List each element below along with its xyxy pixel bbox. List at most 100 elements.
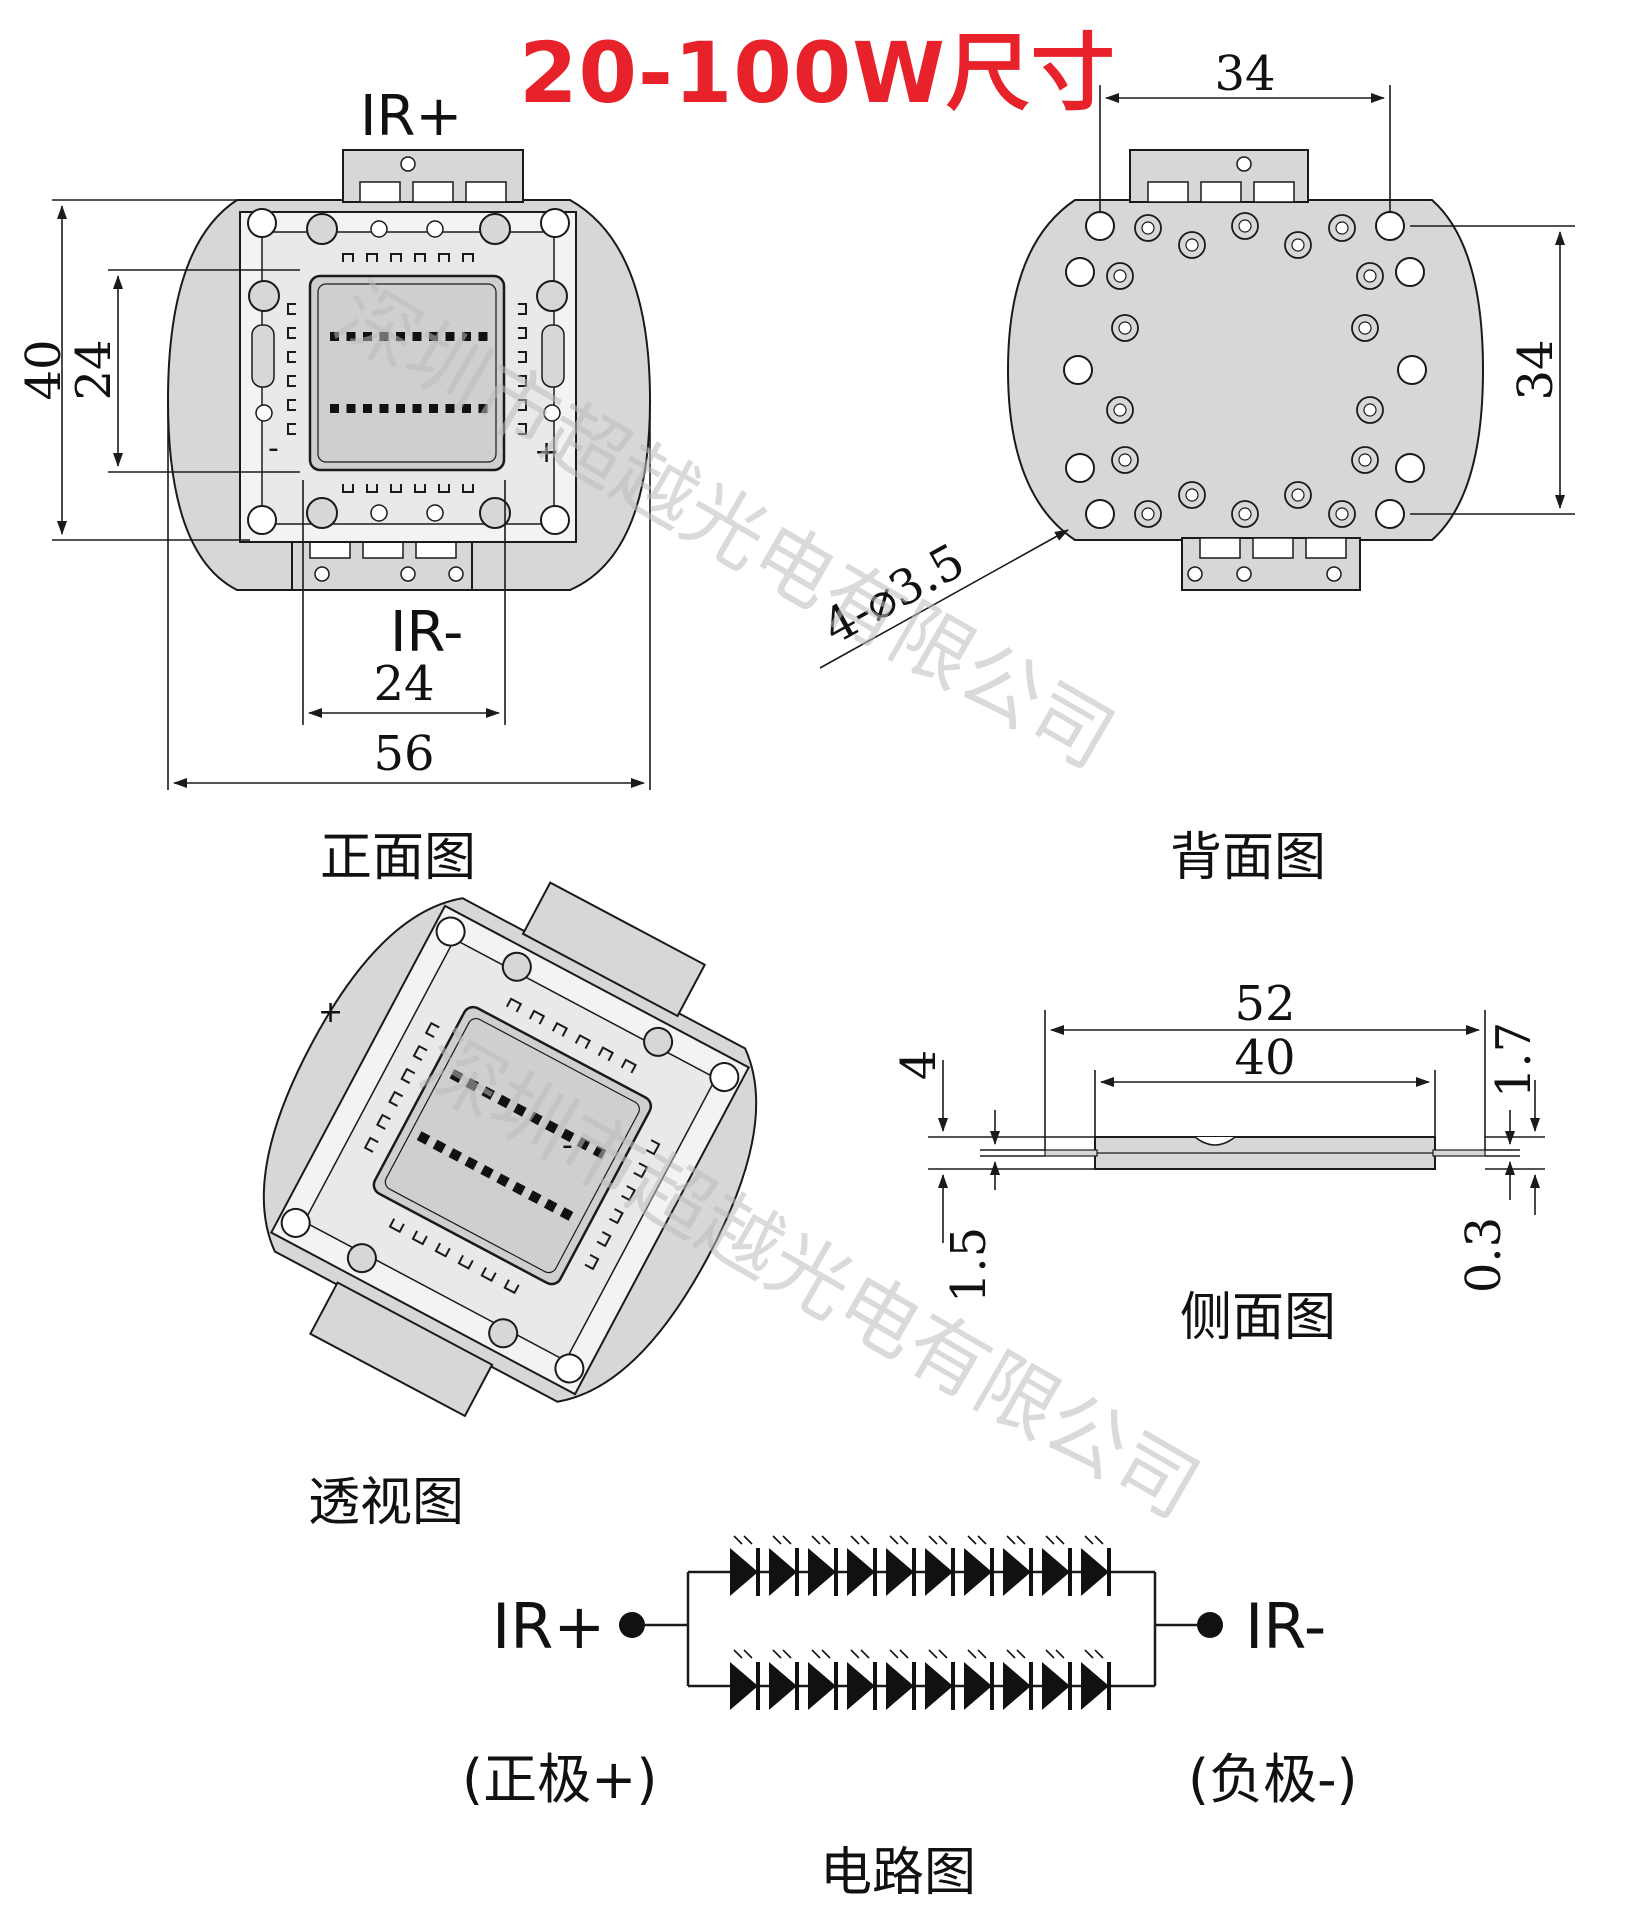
back-mount-hole xyxy=(1063,355,1093,385)
led-emission-arrows xyxy=(1084,1649,1104,1659)
front-pin-mark xyxy=(287,399,296,411)
front-pin-mark xyxy=(414,253,426,262)
front-pin-mark xyxy=(462,484,474,493)
led-emission-arrows xyxy=(1045,1535,1065,1545)
persp-pin-mark xyxy=(434,1242,451,1258)
back-pad-core xyxy=(1363,403,1377,417)
back-pad-core xyxy=(1291,238,1305,252)
dim-front-width-inner: 24 xyxy=(373,656,434,712)
persp-pin-mark xyxy=(503,1279,520,1295)
back-dimensions xyxy=(819,85,1575,669)
persp-pin-mark xyxy=(608,1208,624,1225)
front-pin-mark xyxy=(342,253,354,262)
led-diode-symbol xyxy=(730,1662,758,1710)
dim-side-total: 52 xyxy=(1234,976,1295,1032)
persp-pin-mark xyxy=(584,1254,600,1271)
led-diode-symbol xyxy=(964,1662,992,1710)
back-pad-core xyxy=(1185,488,1199,502)
back-pad-core xyxy=(1238,507,1252,521)
led-diode-symbol xyxy=(1042,1662,1070,1710)
back-mount-hole xyxy=(1395,453,1425,483)
back-mount-hole xyxy=(1065,257,1095,287)
persp-led-chip xyxy=(528,1190,542,1204)
led-emission-arrows xyxy=(772,1649,792,1659)
persp-pin-mark xyxy=(645,1139,661,1156)
back-mount-hole xyxy=(1395,257,1425,287)
led-emission-arrows xyxy=(1045,1649,1065,1659)
front-view: - + xyxy=(166,149,652,591)
dim-side-body: 40 xyxy=(1234,1030,1295,1086)
persp-pin-mark xyxy=(528,1009,546,1025)
led-emission-arrows xyxy=(772,1535,792,1545)
dim-front-height-outer: 40 xyxy=(16,339,72,400)
persp-pin-mark xyxy=(400,1067,416,1084)
back-pad-core xyxy=(1118,321,1132,335)
persp-led-chip xyxy=(544,1120,559,1134)
front-led-chip xyxy=(478,332,488,341)
back-mount-hole xyxy=(1085,499,1115,529)
led-diode-symbol xyxy=(847,1548,875,1596)
persp-led-chip xyxy=(592,1145,607,1160)
front-lens xyxy=(308,274,506,472)
front-led-chip xyxy=(429,332,438,341)
back-pad-core xyxy=(1358,453,1372,467)
back-pad-core xyxy=(1335,221,1349,235)
front-led-chip xyxy=(412,404,422,413)
front-led-chip xyxy=(363,404,372,413)
led-diode-symbol xyxy=(1042,1548,1070,1596)
circuit-caption: 电路图 xyxy=(820,1843,977,1903)
front-led-chip xyxy=(379,404,389,413)
front-pin-mark xyxy=(342,484,354,493)
dim-side-right-top: 1.7 xyxy=(1486,1022,1542,1098)
led-diode-symbol xyxy=(1003,1548,1031,1596)
front-led-chip xyxy=(363,332,372,341)
perspective-view xyxy=(262,881,758,1418)
front-led-chip xyxy=(412,332,422,341)
side-dimensions xyxy=(928,1010,1545,1243)
front-pin-mark xyxy=(366,484,378,493)
persp-led-chip xyxy=(529,1111,543,1126)
perspective-view-caption: 透视图 xyxy=(308,1473,465,1533)
persp-pin-mark xyxy=(621,1185,637,1202)
persp-led-chip xyxy=(496,1173,510,1188)
back-pad-core xyxy=(1363,269,1377,283)
front-dimensions xyxy=(52,199,651,790)
dim-side-right-bottom: 0.3 xyxy=(1456,1217,1512,1293)
front-led-chip xyxy=(462,332,471,341)
persp-pin-mark xyxy=(620,1058,637,1074)
persp-led-chip xyxy=(480,1165,494,1179)
front-led-chip xyxy=(445,404,455,413)
persp-lens xyxy=(372,1005,653,1286)
front-pin-mark xyxy=(287,351,296,363)
front-pin-mark xyxy=(438,253,450,262)
front-led-chip xyxy=(429,404,438,413)
back-pad-core xyxy=(1358,321,1372,335)
front-pin-mark xyxy=(287,423,296,435)
persp-pin-mark xyxy=(375,1113,391,1130)
front-led-chip xyxy=(330,404,339,413)
circuit-pos-label: IR+ xyxy=(492,1590,606,1663)
front-view-caption: 正面图 xyxy=(320,828,477,888)
persp-pin-mark xyxy=(424,1021,440,1039)
led-emission-arrows xyxy=(733,1535,753,1545)
front-pin-mark xyxy=(518,399,527,411)
led-diode-symbol xyxy=(769,1662,797,1710)
persp-pin-mark xyxy=(411,1230,428,1246)
persp-led-chip xyxy=(416,1131,431,1145)
persp-pin-mark xyxy=(505,997,523,1013)
led-diode-symbol xyxy=(1081,1548,1109,1596)
persp-pin-mark xyxy=(551,1021,569,1037)
front-led-chip xyxy=(346,332,356,341)
led-emission-arrows xyxy=(733,1649,753,1659)
led-diode-symbol xyxy=(925,1662,953,1710)
led-emission-arrows xyxy=(1006,1649,1026,1659)
led-emission-arrows xyxy=(889,1535,909,1545)
circuit-pos-terminal xyxy=(619,1612,645,1638)
dim-back-right-height: 34 xyxy=(1508,339,1564,400)
led-emission-arrows xyxy=(889,1649,909,1659)
led-diode-symbol xyxy=(769,1548,797,1596)
persp-led-chip xyxy=(432,1139,447,1154)
front-led-chip xyxy=(396,332,405,341)
persp-pin-mark xyxy=(633,1162,649,1179)
